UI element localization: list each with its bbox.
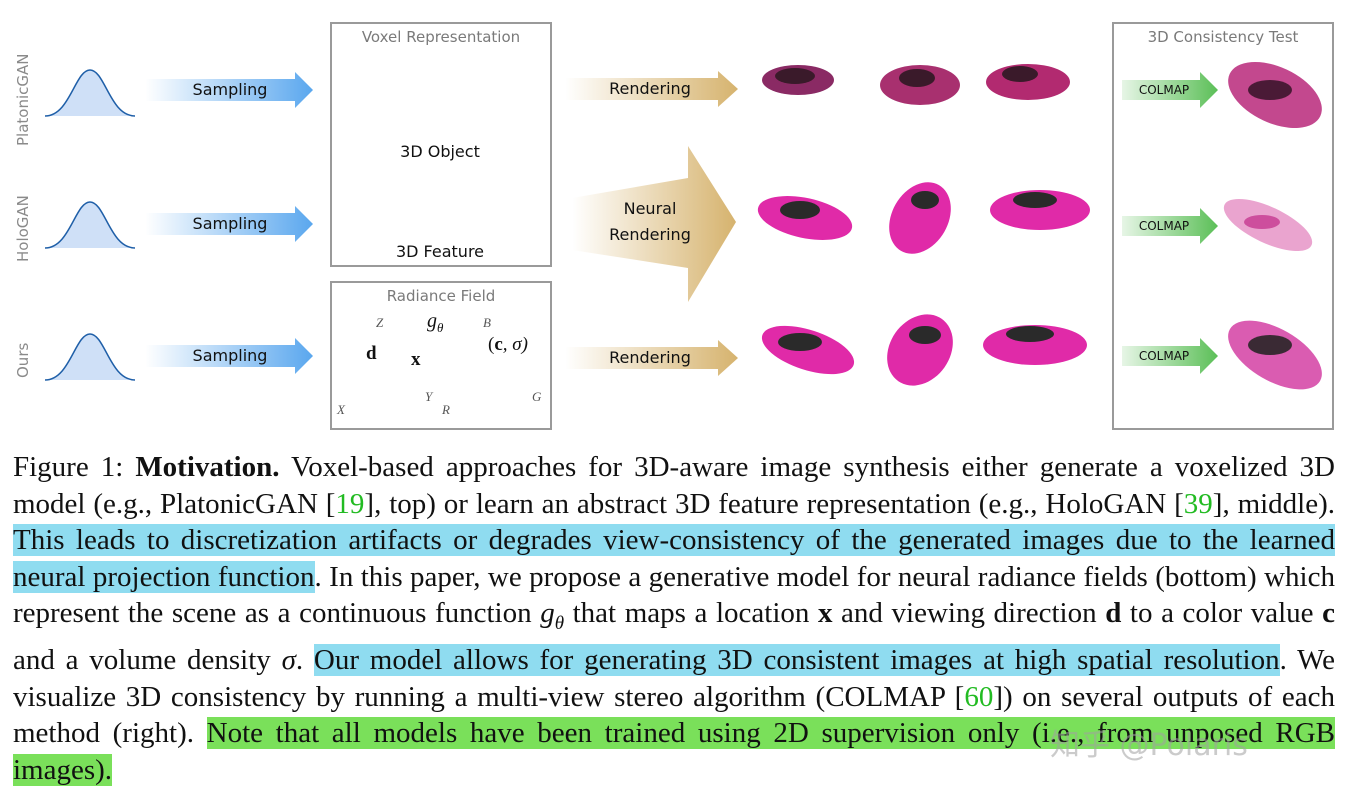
caption-text: ], middle). [1212, 487, 1336, 520]
colmap-label-2: COLMAP [1138, 219, 1190, 233]
figure-caption: Figure 1: Motivation. Voxel-based approa… [13, 449, 1335, 788]
caption-text: Voxel-based approaches for 3D-aware imag… [13, 451, 1335, 520]
rendering-label-3: Rendering [609, 348, 691, 367]
highlight-blue: Our model allows for generating 3D consi… [313, 644, 1280, 677]
colmap-arrow-3 [1122, 338, 1218, 374]
rendering-arrow-3 [565, 340, 738, 376]
position-x-label: x [411, 349, 421, 370]
feature-label: 3D Feature [395, 242, 485, 261]
citation-link[interactable]: 60 [964, 680, 994, 713]
colmap-result-1 [1228, 61, 1322, 129]
radiance-box-title: Radiance Field [386, 287, 496, 305]
radiance-field-box: Radiance Field [330, 281, 552, 430]
caption-text: ]) on several outputs of each method (ri… [13, 680, 1335, 750]
rendered-images-ours [761, 314, 1087, 386]
axis-y-label: Y [425, 389, 433, 404]
rendering-arrow-1 [565, 71, 738, 107]
figure-label: Figure 1: [13, 451, 124, 483]
rendering-label-1: Rendering [609, 79, 691, 98]
caption-text: and viewing direction [832, 597, 1106, 629]
math-c: c [1322, 597, 1335, 629]
rendered-images-hologan [757, 182, 1090, 254]
output-label: (c, σ) [488, 334, 528, 355]
neural-rendering-label-line2: Rendering [609, 225, 691, 244]
voxel-representation-box: Voxel Representation [330, 22, 552, 267]
caption-text: to a color value [1121, 597, 1323, 629]
math-g: gθ [540, 597, 565, 634]
caption-text: . [295, 644, 314, 677]
caption-text: ], top) or learn an abstract 3D feature … [364, 487, 1184, 520]
colmap-result-2 [1223, 198, 1313, 252]
math-x: x [817, 597, 833, 629]
axis-g-label: G [532, 389, 542, 404]
math-d: d [1105, 597, 1122, 629]
axis-r-label: R [442, 402, 450, 417]
sampling-arrow-3 [145, 338, 313, 374]
caption-text: . In this paper, we propose a generative… [13, 560, 1335, 630]
function-g-label: gθ [427, 310, 444, 335]
sampling-label-2: Sampling [192, 214, 268, 233]
caption-text: and a volume density [13, 644, 282, 677]
caption-text: that maps a location [564, 597, 818, 629]
sampling-arrow-2 [145, 206, 313, 242]
neural-rendering-arrow [572, 146, 736, 302]
sampling-label-1: Sampling [192, 80, 268, 99]
direction-d-label: d [366, 343, 377, 364]
caption-title: Motivation. [135, 451, 280, 483]
colmap-result-3 [1228, 320, 1322, 390]
citation-link[interactable]: 39 [1183, 487, 1213, 520]
sampling-label-3: Sampling [192, 346, 268, 365]
rendered-images-platonicgan [762, 64, 1070, 105]
sampling-arrow-1 [145, 72, 313, 108]
math-sigma: σ [281, 644, 296, 677]
consistency-box-title: 3D Consistency Test [1147, 28, 1299, 46]
figure-1: PlatonicGAN HoloGAN Ours [14, 22, 1334, 430]
axis-b-label: B [483, 315, 491, 330]
axis-z-label: Z [376, 315, 384, 330]
neural-rendering-label-line1: Neural [623, 199, 677, 218]
colmap-arrow-2 [1122, 208, 1218, 244]
gaussian-platonicgan [44, 69, 136, 117]
axis-x-label: X [337, 402, 345, 417]
object-label: 3D Object [400, 142, 480, 161]
voxel-box-title: Voxel Representation [361, 28, 521, 46]
colmap-arrow-1 [1122, 72, 1218, 108]
consistency-test-box: 3D Consistency Test [1112, 22, 1334, 430]
colmap-label-3: COLMAP [1138, 349, 1190, 363]
caption-text: . We visualize 3D consistency by running… [13, 644, 1335, 713]
watermark: 知乎 @Polaris [1050, 728, 1248, 763]
gaussian-hologan [44, 201, 136, 249]
colmap-label-1: COLMAP [1138, 83, 1190, 97]
gaussian-ours [44, 333, 136, 381]
citation-link[interactable]: 19 [335, 487, 365, 520]
